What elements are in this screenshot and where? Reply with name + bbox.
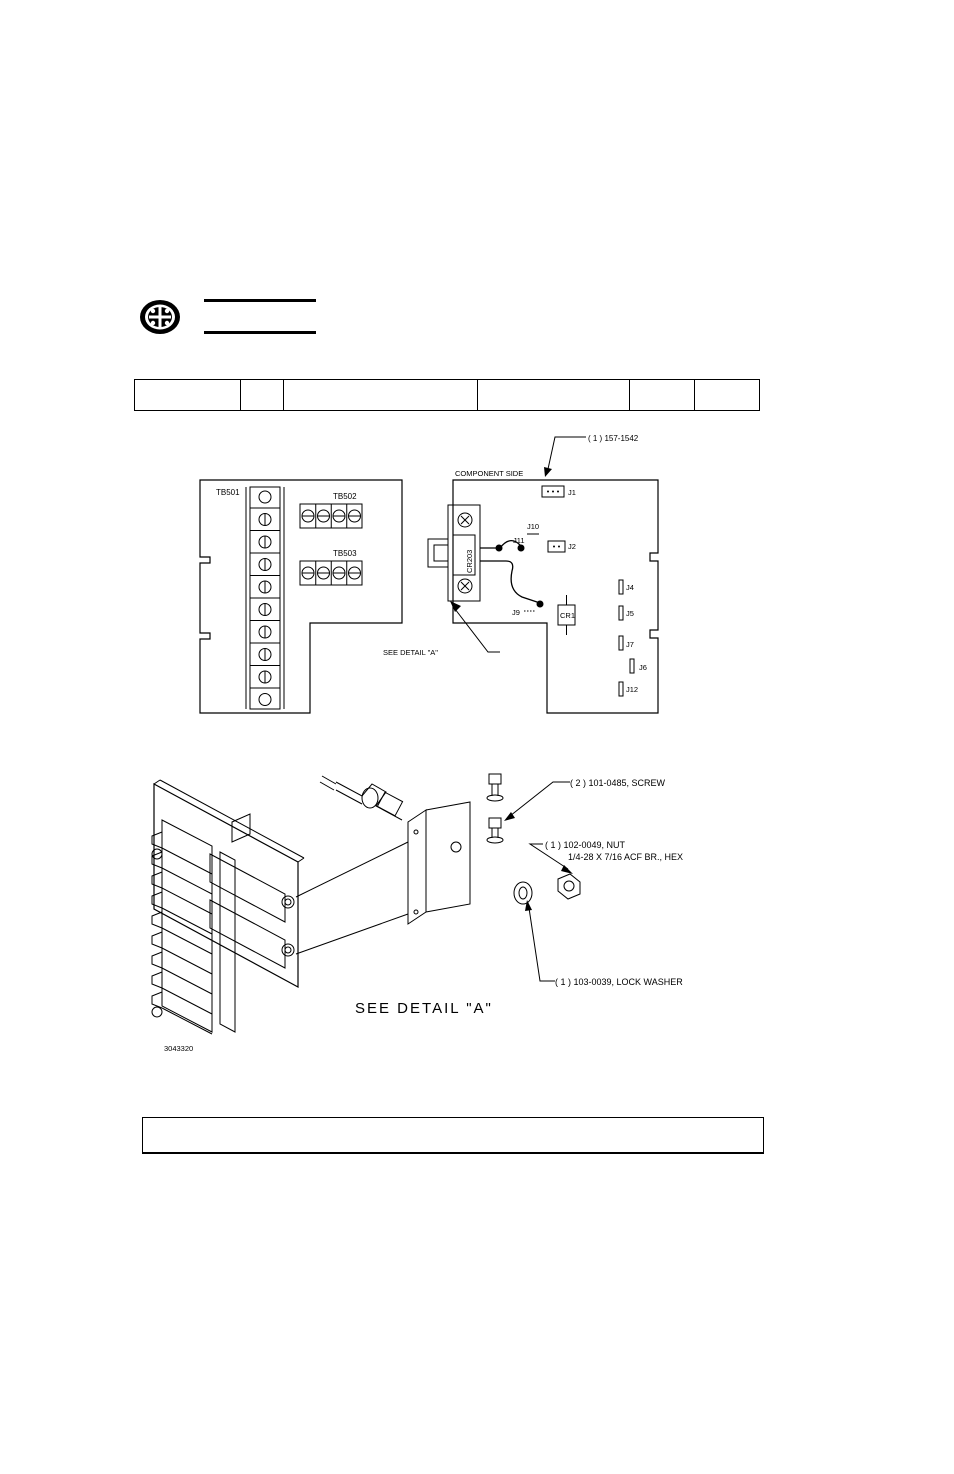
j2-connector [547,540,566,553]
emblem-logo [140,300,180,334]
header-cell-5 [630,380,695,410]
j5-label: J5 [626,609,634,618]
callout-lock-washer: ( 1 ) 103-0039, LOCK WASHER [555,977,683,987]
header-cell-6 [695,380,759,410]
component-side-label: COMPONENT SIDE [455,469,523,478]
bottom-terminal-bump [151,971,163,989]
header-cell-4 [478,380,630,410]
callout-157-1542: ( 1 ) 157-1542 [588,434,639,443]
header-cell-2 [241,380,284,410]
j9-label: J9 [512,608,520,617]
bottom-terminal-bump [151,851,163,869]
j2-label: J2 [568,542,576,551]
j7-label: J7 [626,640,634,649]
cr203-label: CR203 [465,550,474,573]
bottom-terminal-bump [151,891,163,909]
tb501-terminal [258,490,272,504]
bottom-terminal-bump [151,871,163,889]
tb501-label: TB501 [216,488,240,497]
bottom-terminal-bump [151,831,163,849]
callout-screw: ( 2 ) 101-0485, SCREW [570,778,666,788]
drawing-number: 3043320 [164,1044,193,1053]
header-rule-top [204,299,316,302]
bottom-terminal-bump [151,911,163,929]
j10-label: J10 [527,522,539,531]
callout-nut-line1: ( 1 ) 102-0049, NUT [545,840,626,850]
header-rule-bottom [204,331,316,334]
tb502-label-text: TB502 [333,492,357,501]
see-detail-a-top: SEE DETAIL "A" [383,648,438,657]
j1-connector [541,485,565,498]
bottom-terminal-bump [151,991,163,1009]
callout-nut-line2: 1/4-28 X 7/16 ACF BR., HEX [568,852,683,862]
bottom-terminal-bump [151,931,163,949]
header-cell-3 [284,380,478,410]
cr1-label: CR1 [560,611,575,620]
j4-label: J4 [626,583,634,592]
j12-label: J12 [626,685,638,694]
tb503-label: TB503 [333,549,357,558]
footer-caption-box [142,1117,764,1154]
see-detail-a-bottom: SEE DETAIL "A" [355,1000,493,1017]
header-table [134,379,760,411]
j1-label: J1 [568,488,576,497]
bottom-diagram: ( 2 ) 101-0485, SCREW ( 1 ) 102-0049, NU… [151,773,683,1053]
j6-label: J6 [639,663,647,672]
j11-label: J11 [513,536,525,545]
top-diagram: TB501 TB502 TB503 COMPONENT SIDE J1 J2 C… [199,434,659,714]
tb501-terminal [258,693,272,706]
header-cell-1 [135,380,241,410]
bottom-terminal-bump [151,951,163,969]
